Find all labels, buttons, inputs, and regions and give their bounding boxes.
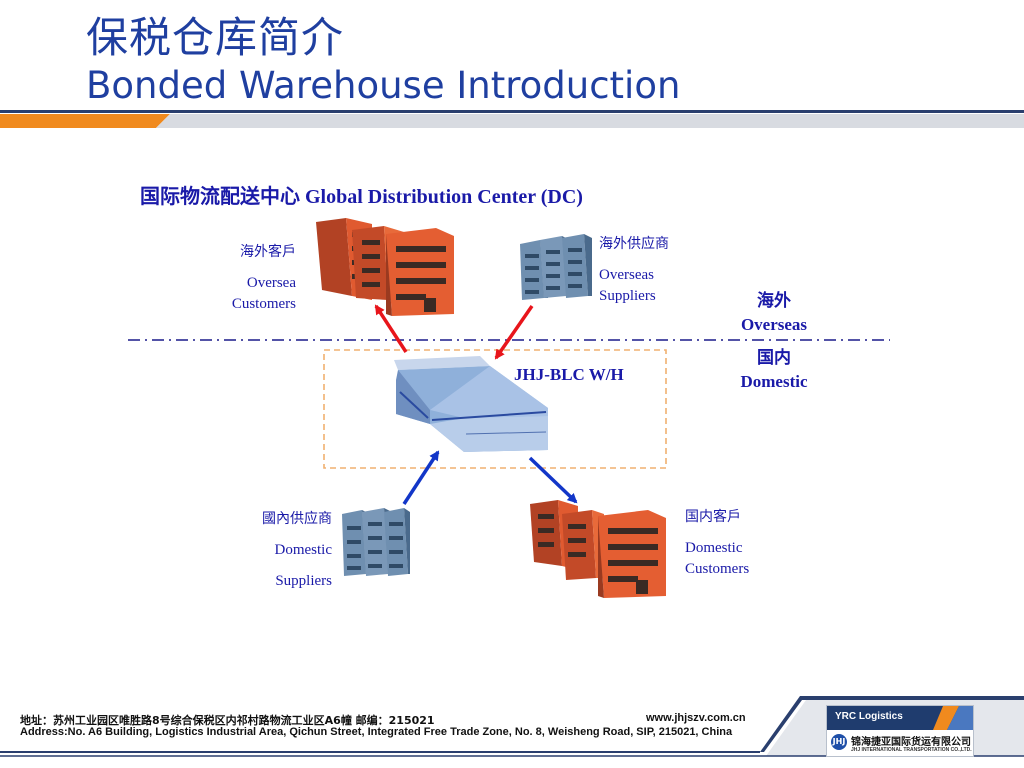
logo-chevron-icon <box>933 706 973 730</box>
overseas-suppliers-building-icon <box>520 234 592 300</box>
arrow-overseas-suppliers-to-dc <box>494 305 534 360</box>
overseas-zone-label-en: Overseas <box>740 315 808 334</box>
overseas-suppliers-label-cn: 海外供应商 <box>599 236 669 252</box>
header-gray-band <box>156 114 1024 128</box>
logo-banner: YRC Logistics <box>827 706 973 730</box>
arrow-dc-to-domestic-customers <box>528 456 578 504</box>
domestic-suppliers-label-en-2: Suppliers <box>275 573 332 589</box>
domestic-customers-label: 国内客戶 Domestic Customers <box>685 507 795 580</box>
diagram-heading-cn: 国际物流配送中心 <box>140 184 300 208</box>
overseas-zone-label-cn: 海外 <box>757 291 791 311</box>
overseas-suppliers-label-en-2: Suppliers <box>599 288 656 304</box>
footer-address-en: Address:No. A6 Building, Logistics Indus… <box>20 726 733 738</box>
header-rule <box>0 110 1024 113</box>
oversea-customers-label-cn: 海外客戶 <box>240 244 296 260</box>
domestic-suppliers-label-en-1: Domestic <box>274 542 333 558</box>
logo-emblem-icon: JHJ <box>831 734 847 750</box>
arrow-dc-to-oversea-customers <box>374 304 408 353</box>
logo-company-cn: 锦海捷亚国际货运有限公司 <box>851 737 971 748</box>
domestic-customers-label-cn: 国内客戶 <box>685 509 741 525</box>
footer-address-cn: 地址：苏州工业园区唯胜路8号综合保税区内祁村路物流工业区A6幢 邮编：21502… <box>20 714 435 727</box>
overseas-suppliers-label-en-1: Overseas <box>599 267 654 283</box>
diagram-heading-en: Global Distribution Center (DC) <box>305 186 583 208</box>
header-orange-accent <box>0 114 170 128</box>
warehouse-label: JHJ-BLC W/H <box>514 365 624 384</box>
oversea-customers-building-icon <box>316 218 454 316</box>
footer-website-link[interactable]: www.jhjszv.com.cn <box>646 712 746 724</box>
domestic-customers-label-en-2: Customers <box>685 561 750 577</box>
page-title-cn: 保税仓库简介 <box>86 13 345 62</box>
diagram-heading: 国际物流配送中心 Global Distribution Center (DC) <box>140 180 583 209</box>
overseas-suppliers-label: 海外供应商 Overseas Suppliers <box>599 234 709 307</box>
domestic-suppliers-label: 國內供应商 Domestic Suppliers <box>236 509 332 592</box>
overseas-zone-label: 海外 Overseas <box>724 290 824 336</box>
domestic-suppliers-building-icon <box>342 508 410 576</box>
logo-company-en: JHJ INTERNATIONAL TRANSPORTATION CO.,LTD… <box>851 747 972 753</box>
domestic-zone-label-cn: 国内 <box>757 348 791 368</box>
page-title-en: Bonded Warehouse Introduction <box>86 64 681 107</box>
bonded-warehouse-icon <box>394 356 548 452</box>
company-logo: YRC Logistics JHJ 锦海捷亚国际货运有限公司 JHJ INTER… <box>826 705 974 757</box>
oversea-customers-label: 海外客戶 Oversea Customers <box>200 242 296 315</box>
domestic-zone-label: 国内 Domestic <box>724 347 824 393</box>
domestic-customers-building-icon <box>530 500 666 598</box>
logo-brand-text: YRC Logistics <box>835 711 903 722</box>
domestic-zone-label-en: Domestic <box>740 372 808 391</box>
oversea-customers-label-en-1: Oversea <box>246 275 296 291</box>
oversea-customers-label-en-2: Customers <box>231 296 296 312</box>
domestic-customers-label-en-1: Domestic <box>685 540 743 556</box>
arrow-domestic-suppliers-to-dc <box>402 450 440 505</box>
domestic-suppliers-label-cn: 國內供应商 <box>262 511 332 527</box>
